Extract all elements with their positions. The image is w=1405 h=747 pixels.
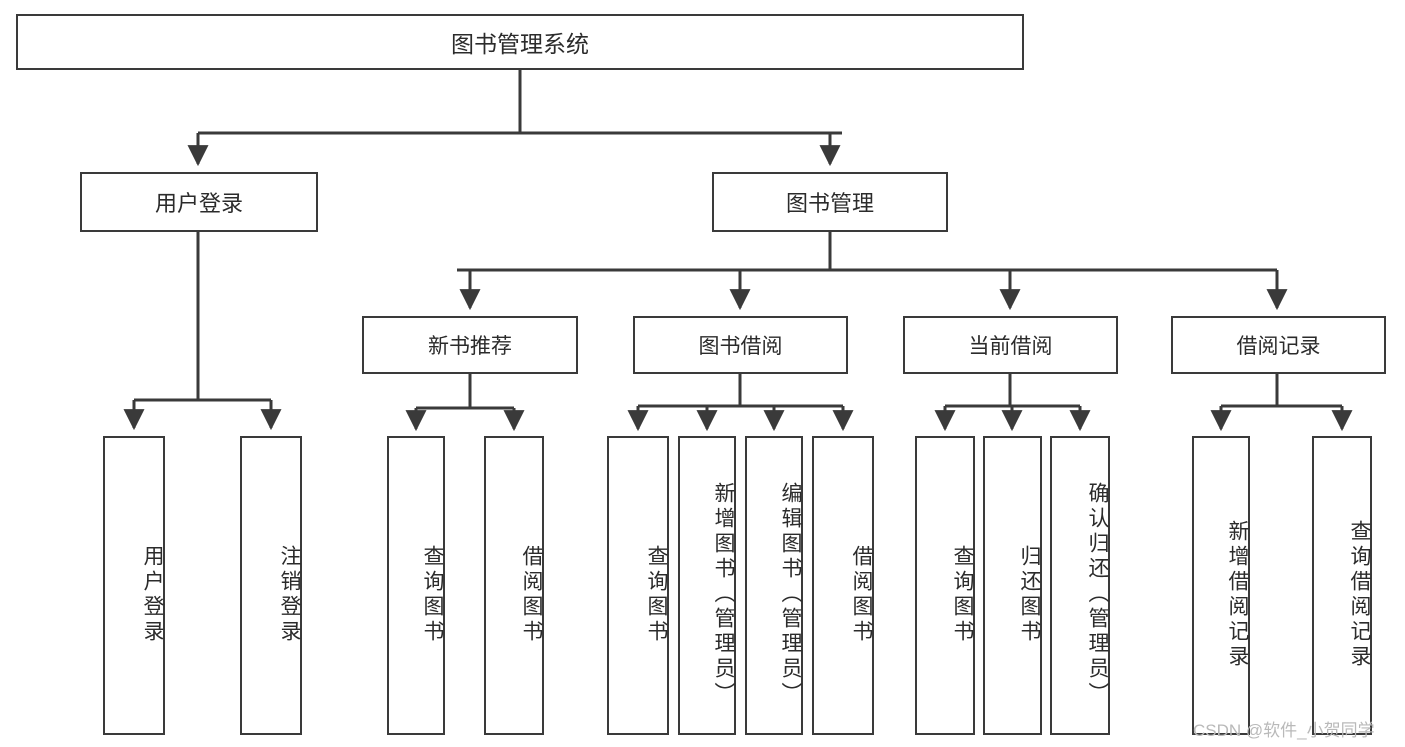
csdn-watermark: CSDN @软件_小贺同学	[1193, 721, 1375, 740]
leaf-query-book-borrow[interactable]: 查询图书	[607, 436, 669, 735]
node-book-borrow[interactable]: 图书借阅	[633, 316, 848, 374]
leaf-label: 查询图书	[421, 544, 444, 645]
leaf-label: 归还图书	[1018, 544, 1041, 645]
node-current-borrow-label: 当前借阅	[968, 335, 1053, 358]
node-current-borrow[interactable]: 当前借阅	[903, 316, 1118, 374]
leaf-label: 注销登录	[278, 544, 301, 645]
leaf-label: 查询图书	[951, 544, 974, 645]
node-user-login-label: 用户登录	[154, 191, 243, 216]
node-new-book-recommend[interactable]: 新书推荐	[362, 316, 578, 374]
leaf-label: 借阅图书	[850, 544, 873, 645]
leaf-return-book[interactable]: 归还图书	[983, 436, 1042, 735]
leaf-query-borrow-record[interactable]: 查询借阅记录	[1312, 436, 1372, 735]
node-borrow-records-label: 借阅记录	[1236, 335, 1321, 358]
leaf-borrow-book[interactable]: 借阅图书	[812, 436, 874, 735]
leaf-label: 确认归还（管理员）	[1086, 482, 1109, 707]
leaf-label: 用户登录	[141, 544, 164, 645]
leaf-label: 借阅图书	[520, 544, 543, 645]
leaf-add-book-admin[interactable]: 新增图书（管理员）	[678, 436, 736, 735]
leaf-logout[interactable]: 注销登录	[240, 436, 302, 735]
leaf-borrow-book-newbooks[interactable]: 借阅图书	[484, 436, 544, 735]
node-book-management-label: 图书管理	[785, 191, 874, 216]
node-root[interactable]: 图书管理系统	[16, 14, 1024, 70]
node-book-borrow-label: 图书借阅	[698, 335, 783, 358]
node-new-book-recommend-label: 新书推荐	[428, 335, 512, 358]
leaf-label: 查询借阅记录	[1348, 519, 1371, 670]
leaf-edit-book-admin[interactable]: 编辑图书（管理员）	[745, 436, 803, 735]
leaf-label: 新增图书（管理员）	[712, 482, 735, 707]
leaf-label: 新增借阅记录	[1226, 519, 1249, 670]
node-root-label: 图书管理系统	[451, 31, 589, 57]
leaf-user-login[interactable]: 用户登录	[103, 436, 165, 735]
leaf-confirm-return-admin[interactable]: 确认归还（管理员）	[1050, 436, 1110, 735]
leaf-query-book-newbooks[interactable]: 查询图书	[387, 436, 445, 735]
leaf-label: 编辑图书（管理员）	[779, 482, 802, 707]
leaf-query-book-current[interactable]: 查询图书	[915, 436, 975, 735]
leaf-add-borrow-record[interactable]: 新增借阅记录	[1192, 436, 1250, 735]
node-book-management[interactable]: 图书管理	[712, 172, 948, 232]
leaf-label: 查询图书	[645, 544, 668, 645]
node-borrow-records[interactable]: 借阅记录	[1171, 316, 1386, 374]
node-user-login[interactable]: 用户登录	[80, 172, 318, 232]
